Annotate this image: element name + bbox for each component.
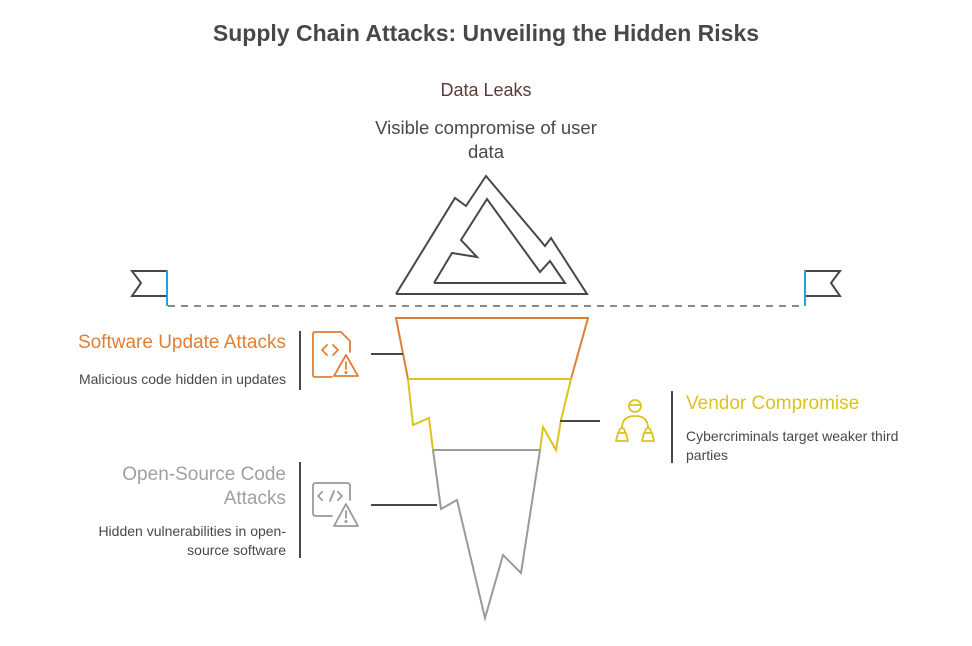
vendor-compromise-description: Cybercriminals target weaker third parti… — [686, 428, 899, 463]
software-update-description: Malicious code hidden in updates — [78, 371, 286, 387]
open-source-description: Hidden vulnerabilities in open-source so… — [98, 523, 286, 558]
software-update-heading: Software Update Attacks — [77, 332, 286, 353]
left-flag-icon — [130, 270, 168, 306]
mountain-outer-outline — [395, 174, 589, 295]
right-flag-icon — [804, 270, 842, 306]
data-leaks-description: Visible compromise of user data — [375, 117, 597, 162]
code-window-warning-icon — [312, 482, 359, 527]
vendor-hierarchy-icon — [615, 399, 655, 442]
vendor-compromise-layer — [407, 378, 573, 453]
vendor-compromise-heading: Vendor Compromise — [686, 393, 860, 414]
open-source-heading: Open-Source Code Attacks — [122, 464, 286, 509]
mountain-peak-icon — [395, 174, 589, 295]
open-source-layer — [432, 449, 542, 622]
diagram-title: Supply Chain Attacks: Unveiling the Hidd… — [212, 20, 760, 46]
file-code-warning-icon — [312, 331, 359, 378]
mountain-inner-outline — [433, 197, 567, 284]
software-update-layer — [394, 317, 590, 380]
data-leaks-heading: Data Leaks — [440, 80, 532, 100]
